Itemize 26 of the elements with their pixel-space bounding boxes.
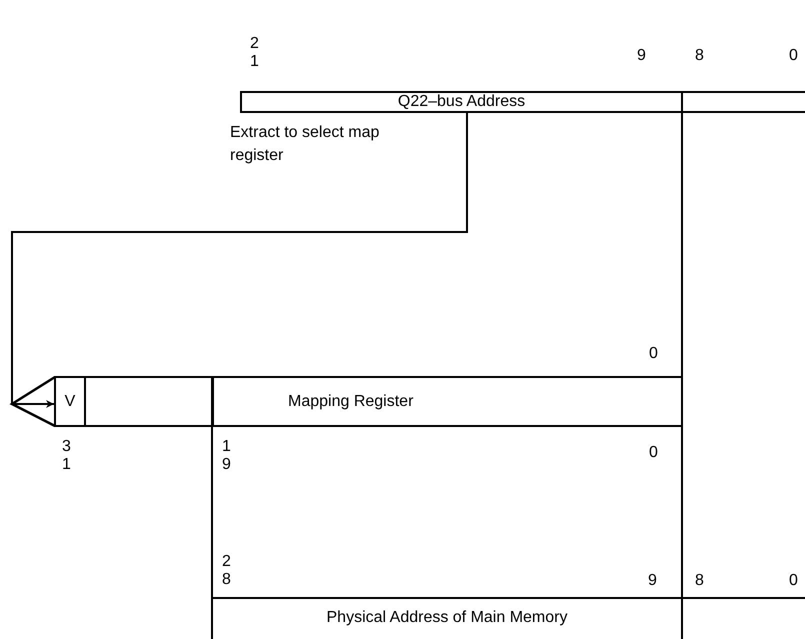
empty-register-field bbox=[84, 376, 214, 427]
bit-number: 9 bbox=[648, 572, 657, 590]
field-label: Mapping Register bbox=[288, 392, 414, 410]
connector-line bbox=[211, 427, 213, 597]
bit-number: 0 bbox=[789, 47, 798, 65]
arrow bbox=[11, 113, 468, 408]
edge-label: Extract to select map register bbox=[230, 123, 380, 166]
register-field bbox=[240, 91, 683, 113]
field-label: Q22–bus Address bbox=[398, 93, 526, 111]
register-bit-cell bbox=[54, 376, 86, 427]
bit-number: 0 bbox=[649, 444, 658, 462]
bit-number: 28 bbox=[222, 553, 231, 589]
bit-number: 9 bbox=[637, 47, 646, 65]
field-label: V bbox=[64, 392, 76, 410]
empty-register-field bbox=[681, 91, 805, 113]
connector-line bbox=[681, 113, 683, 597]
bit-number: 8 bbox=[695, 572, 704, 590]
register-field bbox=[211, 597, 683, 639]
bit-number: 8 bbox=[695, 47, 704, 65]
bit-number: 31 bbox=[62, 438, 71, 474]
bit-number: 0 bbox=[789, 572, 798, 590]
bit-number: 21 bbox=[250, 35, 259, 71]
register-field bbox=[211, 376, 683, 427]
bit-number: 19 bbox=[222, 438, 231, 474]
bit-number: 0 bbox=[649, 345, 658, 363]
field-label: Physical Address of Main Memory bbox=[326, 609, 568, 627]
